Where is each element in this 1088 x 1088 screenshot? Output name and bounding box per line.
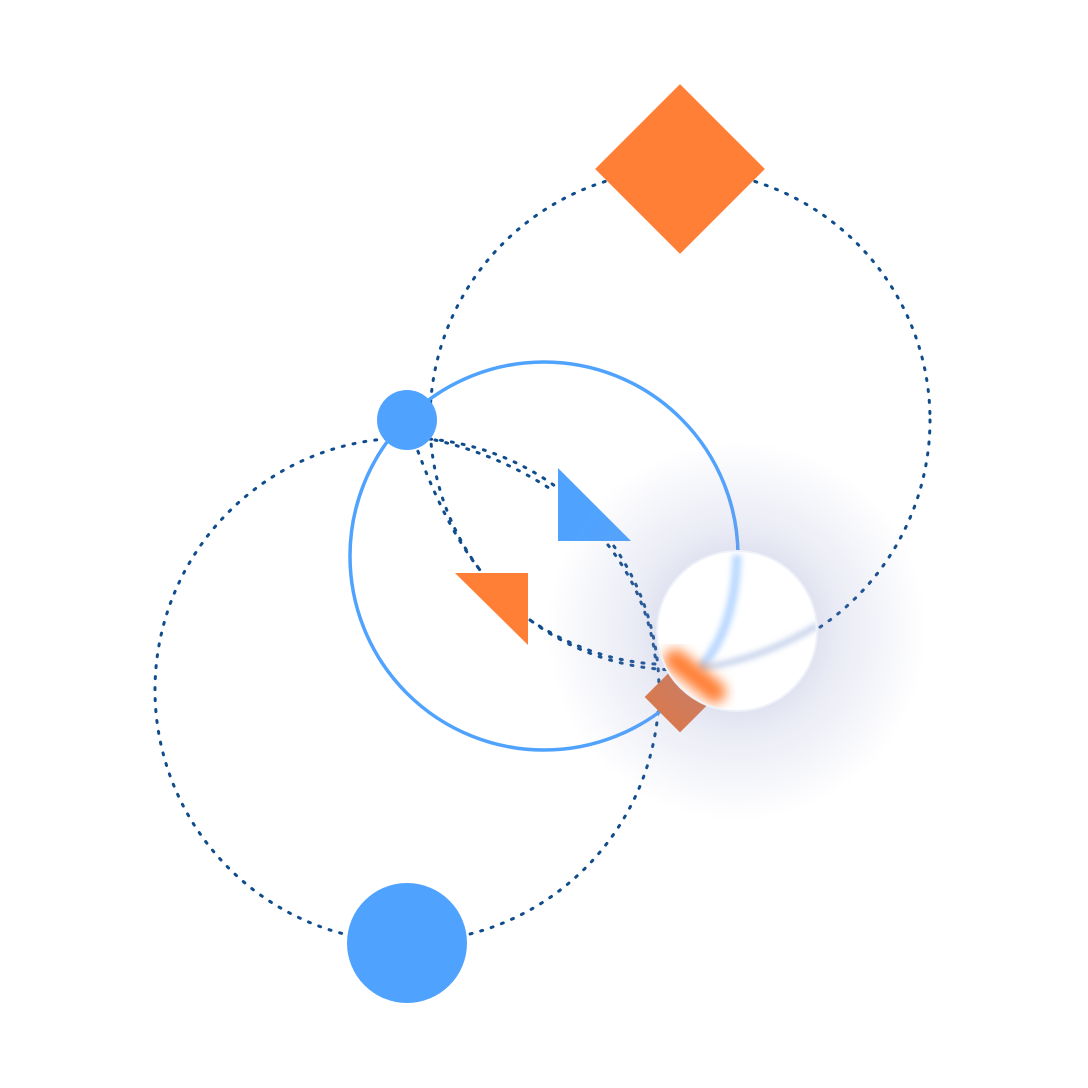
dotted-connector-2	[433, 438, 557, 494]
orange-triangle	[455, 573, 528, 645]
orange-diamond-large	[595, 84, 765, 254]
blue-circle-small	[377, 390, 437, 450]
magnifier-lens	[656, 550, 818, 712]
blue-circle-large	[347, 883, 467, 1003]
